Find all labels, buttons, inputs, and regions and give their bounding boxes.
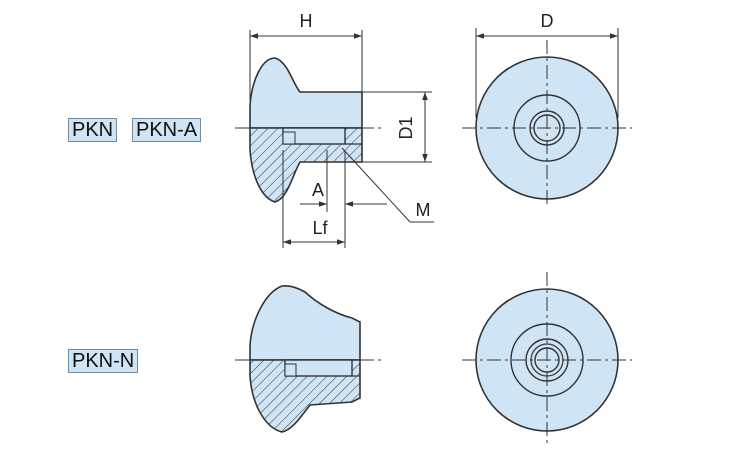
dim-lf: Lf xyxy=(312,218,328,238)
side-view-pkn-n xyxy=(235,285,385,433)
knob-body-upper xyxy=(249,57,363,129)
dim-m: M xyxy=(416,200,431,220)
tag-pkn-a: PKN-A xyxy=(132,118,202,142)
side-view-pkn: H D1 A Lf M xyxy=(235,11,434,248)
m-leader xyxy=(341,147,411,223)
dim-a: A xyxy=(312,180,324,200)
tag-pkn: PKN xyxy=(68,118,118,142)
dim-d1: D1 xyxy=(396,116,416,139)
knob-section-lower-n xyxy=(249,359,361,433)
knob-body-upper-n xyxy=(249,285,361,361)
dim-d: D xyxy=(541,11,554,31)
tag-pkn-n: PKN-N xyxy=(68,349,139,373)
front-view-pkn: D xyxy=(462,11,632,208)
dim-h: H xyxy=(300,11,313,31)
bore-thread xyxy=(282,131,296,145)
front-view-pkn-n xyxy=(462,272,632,446)
knob-section-lower xyxy=(249,127,363,203)
